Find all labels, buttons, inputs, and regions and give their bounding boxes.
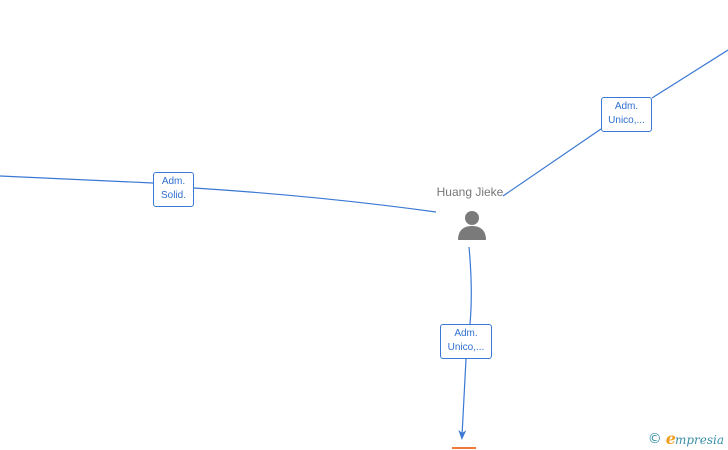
edge-label-bottom-line-1: Adm. xyxy=(454,328,478,339)
edge-line-bottom xyxy=(468,246,472,325)
edge-label-bottom-line-2: Unico,... xyxy=(447,342,485,353)
edge-line-right xyxy=(502,49,728,197)
edge-label-right[interactable]: Adm. Unico,... xyxy=(601,97,652,132)
brand-logo-text: mpresia xyxy=(674,432,724,447)
edge-line-left xyxy=(0,175,437,213)
brand-logo-initial: e xyxy=(665,428,676,448)
edge-label-left[interactable]: Adm. Solid. xyxy=(153,172,194,207)
edge-label-right-line-2: Unico,... xyxy=(608,115,645,126)
person-name[interactable]: Huang Jieke xyxy=(436,185,504,199)
edge-label-bottom[interactable]: Adm. Unico,... xyxy=(440,324,492,359)
node-marker-bottom[interactable] xyxy=(452,447,476,449)
edge-line-bottom-arrow xyxy=(458,358,467,440)
brand-logo: e mpresia xyxy=(665,428,724,448)
edge-label-left-line-2: Solid. xyxy=(160,190,186,201)
edge-label-left-line-1: Adm. xyxy=(161,176,186,187)
copyright-icon: © xyxy=(647,431,662,447)
person-icon[interactable] xyxy=(457,209,487,241)
edge-label-right-line-1: Adm. xyxy=(614,101,639,112)
brand-watermark: © e mpresia xyxy=(648,429,724,449)
